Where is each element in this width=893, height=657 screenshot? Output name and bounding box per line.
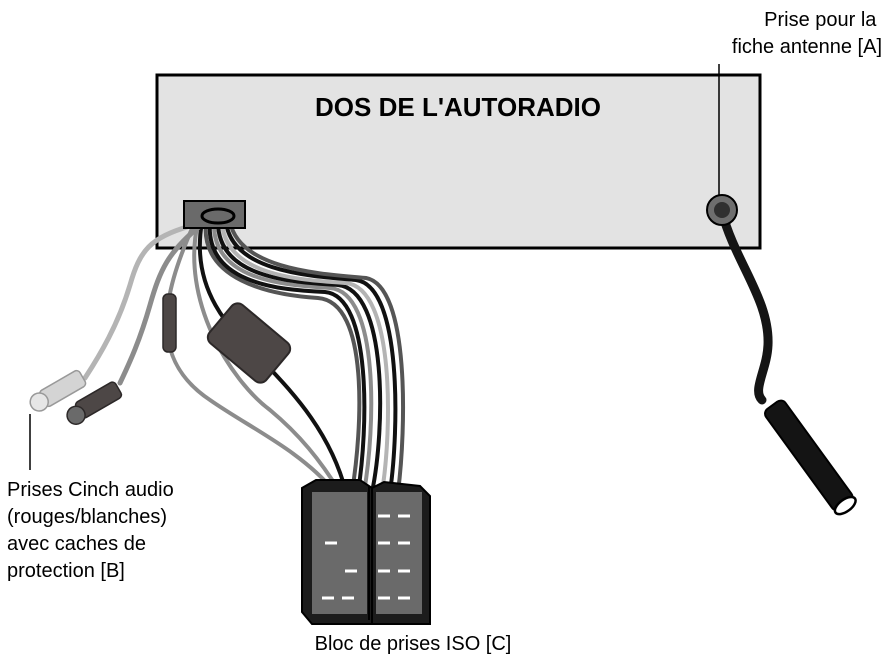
radio-back-panel: [155, 73, 762, 250]
antenna-label-line-2: fiche antenne [A]: [732, 36, 882, 58]
iso-connector-block: [301, 479, 431, 625]
cinch-label: Prises Cinch audio (rouges/blanches) ave…: [7, 479, 179, 582]
antenna-cable: [717, 207, 773, 405]
antenna-label-line-1: Prise pour la: [764, 9, 877, 31]
cinch-plug-light: [29, 369, 87, 412]
cinch-label-line-4: protection [B]: [7, 560, 125, 582]
wire-bundle: [164, 220, 405, 494]
cinch-label-line-2: (rouges/blanches): [7, 506, 167, 528]
cinch-label-line-3: avec caches de: [7, 533, 146, 555]
radio-title: DOS DE L'AUTORADIO: [315, 92, 601, 122]
cinch-plug-dark: [66, 381, 123, 425]
cinch-label-line-1: Prises Cinch audio: [7, 479, 174, 501]
cinch-wires: [82, 223, 203, 386]
antenna-plug: [764, 399, 857, 516]
inline-fuse: [162, 293, 177, 353]
filter-box: [206, 302, 292, 384]
iso-label: Bloc de prises ISO [C]: [315, 633, 512, 655]
antenna-label: Prise pour la fiche antenne [A]: [732, 9, 882, 58]
